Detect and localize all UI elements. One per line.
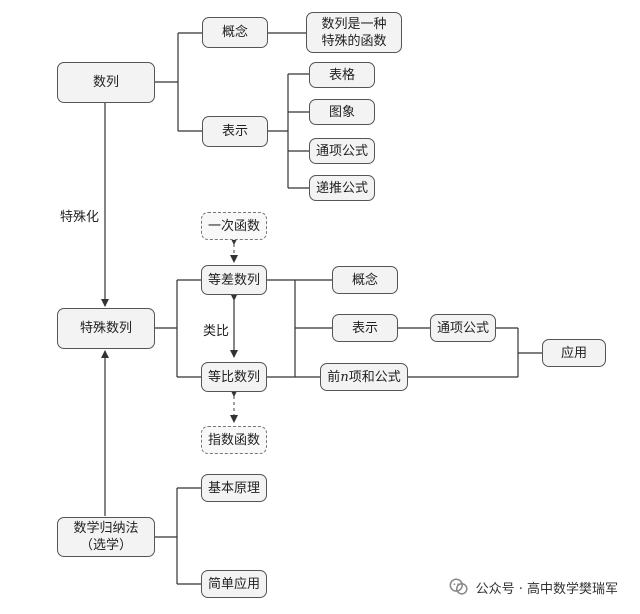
concept-definition-line-2: 特殊的函数 — [321, 33, 387, 49]
node-arithmetic-sequence-label: 等差数列 — [207, 272, 260, 288]
node-exponential-function-label: 指数函数 — [207, 432, 260, 448]
node-table: 表格 — [309, 62, 375, 88]
node-concept-definition: 数列是一种 特殊的函数 — [306, 12, 402, 53]
node-induction: 数学归纳法 （选学） — [57, 517, 155, 557]
sum-formula-suffix: 项和公式 — [348, 369, 401, 385]
node-basic-principle-label: 基本原理 — [207, 480, 260, 496]
node-application: 应用 — [542, 339, 606, 367]
edge-label-analogy: 类比 — [203, 324, 230, 339]
node-sequence-label: 数列 — [92, 75, 119, 90]
node-general-term-top: 通项公式 — [309, 138, 375, 164]
node-sum-formula: 前n项和公式 — [320, 363, 408, 391]
induction-line-2: （选学） — [79, 538, 132, 553]
node-concept-mid-label: 概念 — [351, 272, 378, 288]
node-recurrence-label: 递推公式 — [315, 180, 368, 196]
node-concept-top: 概念 — [202, 17, 268, 48]
node-represent-top: 表示 — [202, 116, 268, 147]
node-geometric-sequence-label: 等比数列 — [207, 369, 260, 385]
node-table-label: 表格 — [328, 67, 355, 83]
node-basic-principle: 基本原理 — [201, 474, 267, 502]
node-linear-function: 一次函数 — [201, 212, 267, 240]
node-general-term-mid-label: 通项公式 — [436, 320, 489, 336]
node-graph-label: 图象 — [328, 104, 355, 120]
sum-formula-n: n — [340, 369, 349, 385]
node-general-term-mid: 通项公式 — [430, 314, 496, 342]
node-general-term-top-label: 通项公式 — [315, 143, 368, 159]
node-sequence: 数列 — [57, 62, 155, 103]
concept-definition-line-1: 数列是一种 — [321, 16, 387, 32]
node-recurrence: 递推公式 — [309, 175, 375, 201]
induction-line-1: 数学归纳法 — [73, 521, 139, 536]
watermark-text: 公众号 · 高中数学樊瑞军 — [475, 581, 618, 597]
node-arithmetic-sequence: 等差数列 — [201, 265, 267, 295]
node-represent-top-label: 表示 — [221, 124, 248, 139]
node-exponential-function: 指数函数 — [201, 426, 267, 454]
node-special-sequence-label: 特殊数列 — [79, 321, 132, 336]
node-concept-mid: 概念 — [332, 266, 398, 294]
sum-formula-prefix: 前 — [327, 369, 341, 385]
node-simple-application: 简单应用 — [201, 570, 267, 598]
edge-label-specialization: 特殊化 — [60, 210, 100, 225]
node-application-label: 应用 — [560, 345, 587, 361]
node-concept-top-label: 概念 — [221, 25, 248, 40]
node-simple-application-label: 简单应用 — [207, 576, 260, 592]
node-graph: 图象 — [309, 99, 375, 125]
node-represent-mid: 表示 — [332, 314, 398, 342]
watermark: 公众号 · 高中数学樊瑞军 — [448, 576, 618, 598]
wechat-logo-icon — [449, 578, 468, 595]
node-sum-formula-label: 前n项和公式 — [327, 369, 400, 386]
node-special-sequence: 特殊数列 — [57, 308, 155, 349]
node-represent-mid-label: 表示 — [351, 320, 378, 336]
node-geometric-sequence: 等比数列 — [201, 362, 267, 392]
node-linear-function-label: 一次函数 — [207, 218, 260, 234]
